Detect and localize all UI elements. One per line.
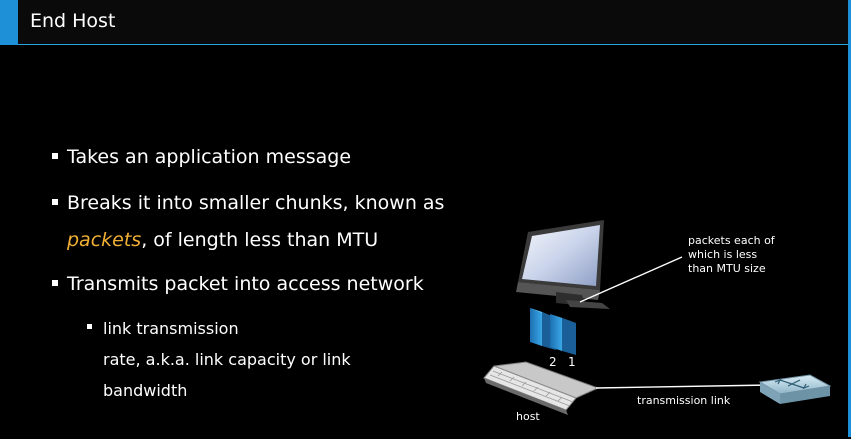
transmission-link-line (595, 384, 771, 389)
annotation-pointer-line (579, 256, 683, 303)
bullet-3-text: Transmits packet into access network (67, 273, 424, 295)
annotation-line-3: than MTU size (688, 262, 766, 275)
bullet-2-text: Breaks it into smaller chunks, known as (67, 192, 445, 214)
packets-highlight: packets (67, 229, 142, 251)
host-label: host (516, 410, 540, 423)
packet-label-2: 2 (549, 355, 557, 369)
sub-bullet-line-3: bandwidth (103, 381, 188, 400)
host-diagram-graphic (483, 220, 832, 415)
title-accent (0, 0, 18, 45)
host-diagram: packets each of which is less than MTU s… (470, 210, 848, 439)
bullet-marker (52, 280, 58, 286)
sub-bullet-line-2: rate, a.k.a. link capacity or link (103, 350, 351, 369)
transmission-link-label: transmission link (637, 394, 731, 407)
bullet-2-continuation: packets, of length less than MTU (67, 223, 378, 258)
slide-title: End Host (30, 10, 116, 32)
packet-1-icon (550, 314, 576, 355)
sub-bullet-line-1: link transmission (103, 319, 239, 338)
title-bar: End Host (0, 0, 851, 45)
bullet-2-tail: , of length less than MTU (141, 229, 379, 251)
sub-bullet-marker (87, 324, 92, 329)
frame-right-edge (848, 0, 851, 437)
annotation-line-1: packets each of (688, 234, 775, 247)
bullet-marker (52, 199, 58, 205)
monitor-icon (516, 220, 610, 309)
annotation-line-2: which is less (688, 248, 758, 261)
bullet-marker (52, 153, 58, 159)
packet-label-1: 1 (568, 355, 576, 369)
router-icon (758, 374, 832, 404)
bullet-1-text: Takes an application message (67, 146, 352, 168)
keyboard-icon (483, 361, 600, 415)
